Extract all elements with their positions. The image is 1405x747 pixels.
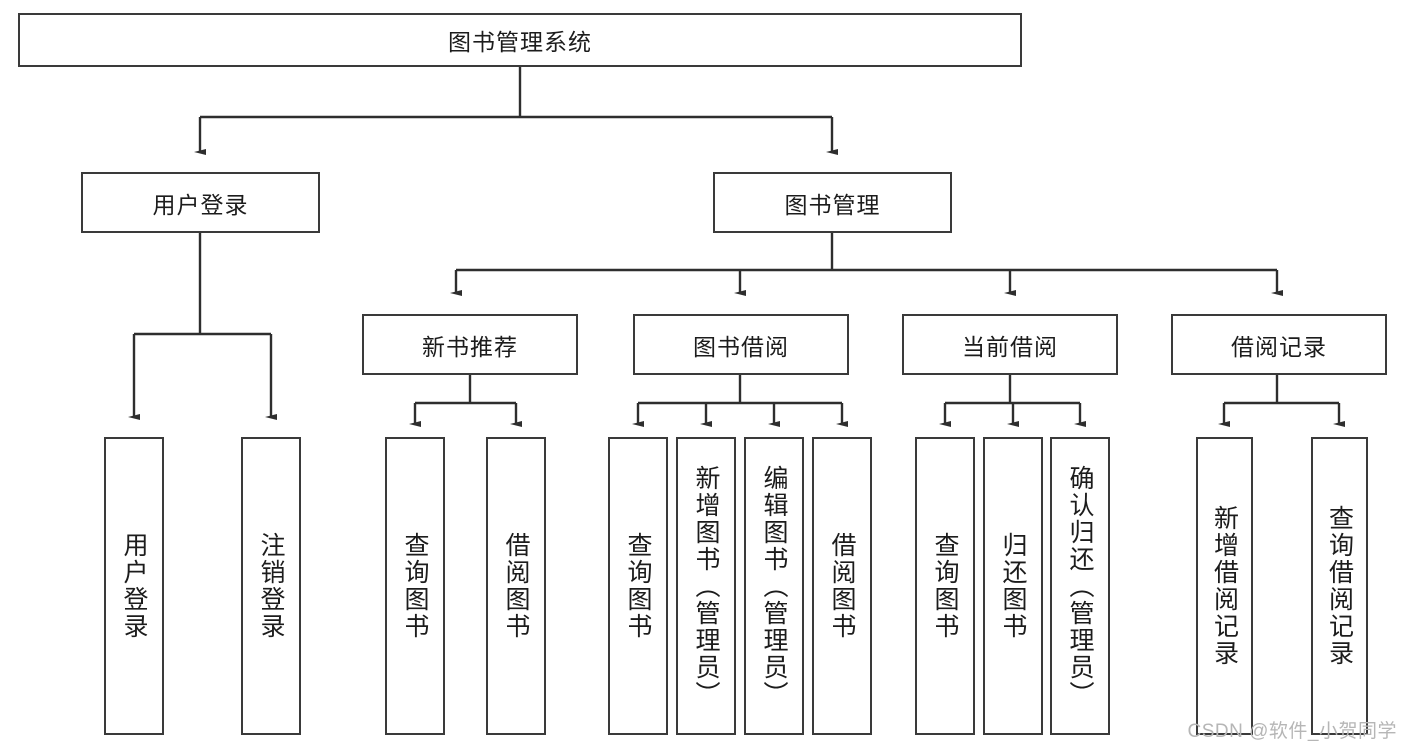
node-current-borrow[interactable]: 当前借阅 [902,314,1118,375]
leaf-query-book-1[interactable]: 查询图书 [385,437,445,735]
leaf-return-book[interactable]: 归还图书 [983,437,1043,735]
leaf-query-book-3[interactable]: 查询图书 [915,437,975,735]
leaf-edit-book[interactable]: 编辑图书（管理员） [744,437,804,735]
node-book-manage[interactable]: 图书管理 [713,172,952,233]
leaf-query-book-2-label: 查询图书 [624,532,652,640]
leaf-query-record-label: 查询借阅记录 [1325,505,1354,667]
leaf-confirm-return-label: 确认归还（管理员） [1066,464,1094,708]
leaf-user-logout-label: 注销登录 [257,532,285,640]
leaf-edit-book-label: 编辑图书（管理员） [760,464,788,708]
leaf-add-record-label: 新增借阅记录 [1210,505,1239,667]
leaf-confirm-return[interactable]: 确认归还（管理员） [1050,437,1110,735]
leaf-add-book[interactable]: 新增图书（管理员） [676,437,736,735]
leaf-add-book-label: 新增图书（管理员） [692,464,720,708]
leaf-user-logout[interactable]: 注销登录 [241,437,301,735]
leaf-user-login[interactable]: 用户登录 [104,437,164,735]
node-borrow-record-label: 借阅记录 [1231,333,1327,360]
leaf-borrow-book-1[interactable]: 借阅图书 [486,437,546,735]
leaf-borrow-book-2-label: 借阅图书 [828,532,856,640]
node-root-label: 图书管理系统 [448,29,592,55]
node-book-borrow[interactable]: 图书借阅 [633,314,849,375]
leaf-borrow-book-2[interactable]: 借阅图书 [812,437,872,735]
node-current-borrow-label: 当前借阅 [962,333,1058,360]
leaf-query-book-2[interactable]: 查询图书 [608,437,668,735]
leaf-query-record[interactable]: 查询借阅记录 [1311,437,1368,735]
node-book-manage-label: 图书管理 [784,191,881,218]
node-book-borrow-label: 图书借阅 [693,333,789,360]
leaf-return-book-label: 归还图书 [999,532,1027,640]
csdn-watermark: CSDN @软件_小贺同学 [1187,721,1397,742]
node-new-book-recommend-label: 新书推荐 [422,333,518,360]
leaf-query-book-3-label: 查询图书 [931,532,959,640]
leaf-borrow-book-1-label: 借阅图书 [502,532,530,640]
node-new-book-recommend[interactable]: 新书推荐 [362,314,578,375]
node-user-login-label: 用户登录 [152,191,249,218]
node-user-login[interactable]: 用户登录 [81,172,320,233]
node-borrow-record[interactable]: 借阅记录 [1171,314,1387,375]
leaf-query-book-1-label: 查询图书 [401,532,429,640]
leaf-add-record[interactable]: 新增借阅记录 [1196,437,1253,735]
node-root[interactable]: 图书管理系统 [18,13,1022,67]
leaf-user-login-label: 用户登录 [120,532,148,640]
